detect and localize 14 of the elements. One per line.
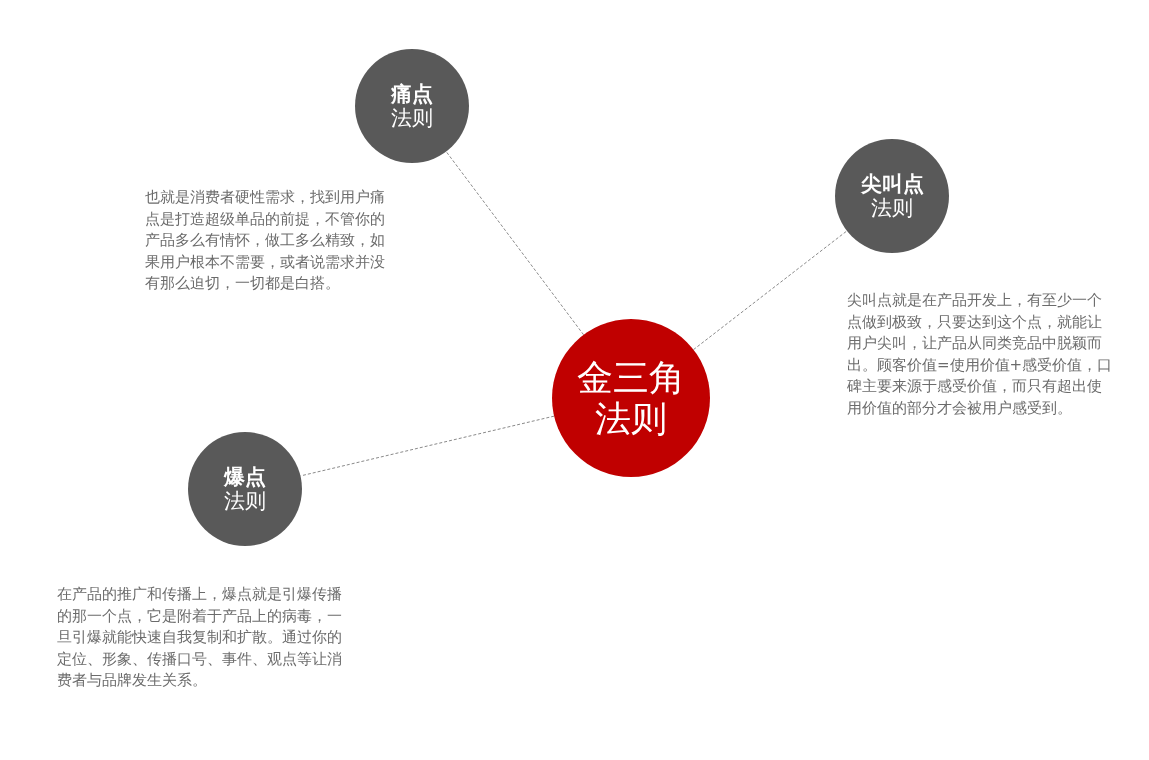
circle-subtitle: 法则: [871, 196, 913, 221]
description-text: 尖叫点就是在产品开发上，有至少一个点做到极致，只要达到这个点，就能让用户尖叫，让产品从同类竞品中脱颖而出。顾客价值=使用价值+感受价值，口碑主要来源于感受价值，而只有超出使用价值的部分才会被用户感受到。: [847, 290, 1114, 419]
connector-line: [300, 415, 555, 477]
description-text: 在产品的推广和传播上，爆点就是引爆传播的那一个点，它是附着于产品上的病毒，一旦引爆就能快速自我复制和扩散。通过你的定位、形象、传播口号、事件、观点等让消费者与品牌发生关系。: [57, 584, 343, 691]
description-text: 也就是消费者硬性需求，找到用户痛点是打造超级单品的前提，不管你的产品多么有情怀，做工多么精致，如果用户根本不需要，或者说需求并没有那么迫切，一切都是白搭。: [145, 187, 386, 294]
circle-subtitle: 法则: [391, 106, 433, 131]
circle-title: 痛点: [391, 81, 433, 106]
circle-title: 爆点: [224, 464, 266, 489]
circle-subtitle: 法则: [595, 398, 667, 440]
connector-line: [693, 230, 848, 351]
circle-subtitle: 法则: [224, 489, 266, 514]
circle-title: 尖叫点: [860, 171, 924, 196]
circle-title: 金三角: [577, 356, 685, 398]
connector-line: [445, 151, 585, 336]
